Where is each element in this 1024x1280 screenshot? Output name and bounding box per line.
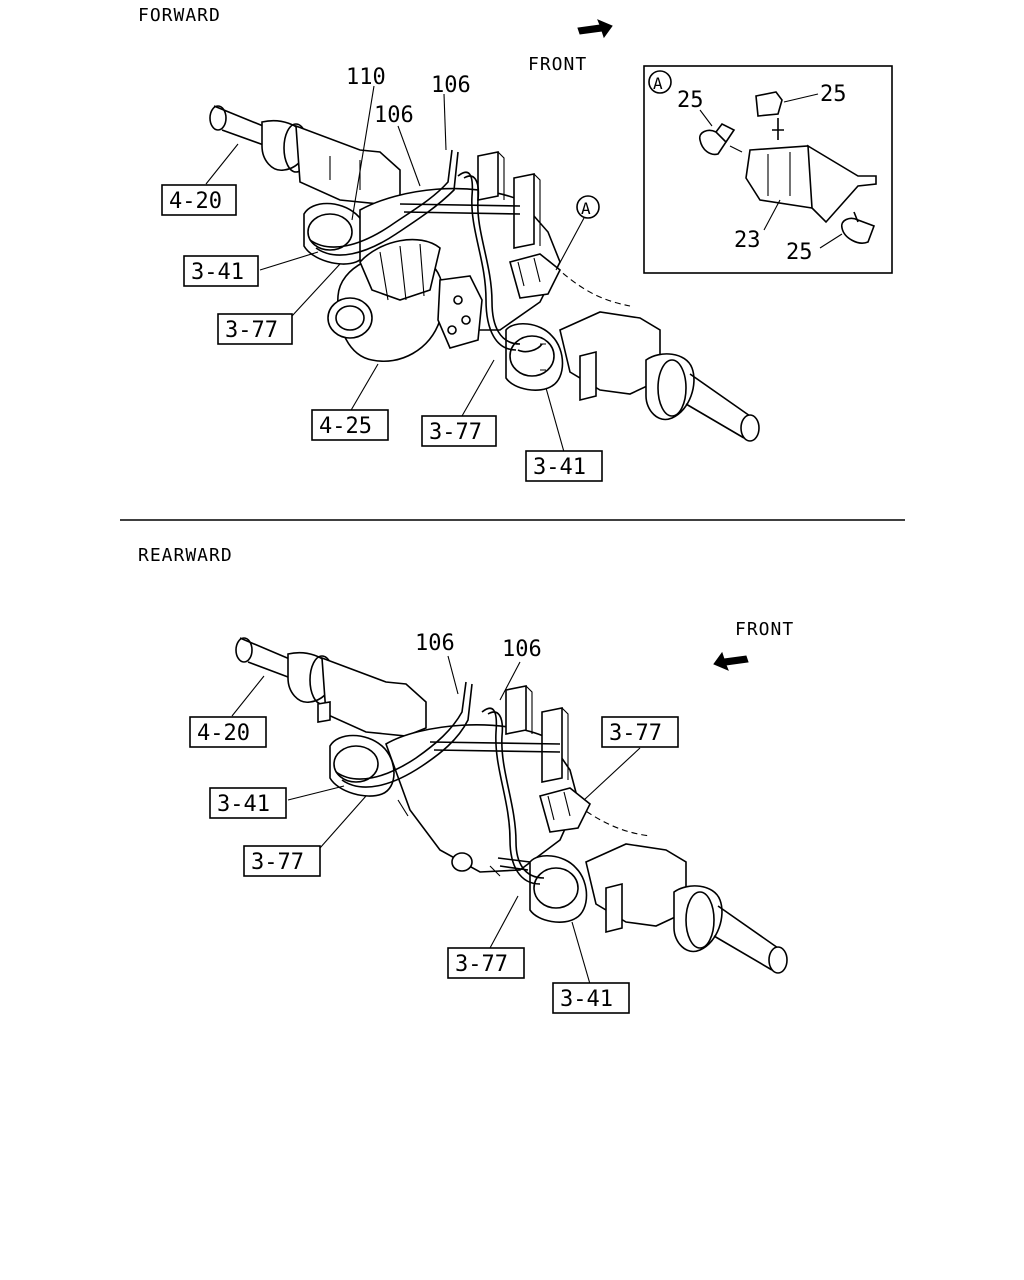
detail-marker-circle xyxy=(576,195,600,219)
detail-inset: A xyxy=(643,65,893,274)
rear-callout-box-3-41-left xyxy=(209,787,287,819)
rear-callout-3-41-bottom: 3-41 xyxy=(560,987,613,1012)
callout-4-25: 4-25 xyxy=(319,414,372,439)
rearward-axle-illustration xyxy=(231,637,788,985)
callout-110: 110 xyxy=(346,65,386,90)
callout-3-41-left: 3-41 xyxy=(191,260,244,285)
detail-callout-25-a: 25 xyxy=(677,88,704,113)
rear-callout-106-b: 106 xyxy=(502,637,542,662)
rear-callout-box-3-77-left xyxy=(243,845,321,877)
forward-axle-illustration xyxy=(205,85,760,453)
forward-front-label: FRONT xyxy=(528,54,587,75)
detail-inset-marker-circle xyxy=(648,70,672,94)
callout-box-4-25 xyxy=(311,409,389,441)
callout-box-3-77-left xyxy=(217,313,293,345)
callout-3-41-bottom: 3-41 xyxy=(533,455,586,480)
forward-title: FORWARD xyxy=(138,5,221,26)
callout-4-20: 4-20 xyxy=(169,189,222,214)
detail-callout-23: 23 xyxy=(734,228,761,253)
callout-3-77-bottom: 3-77 xyxy=(429,420,482,445)
rear-callout-3-77-right: 3-77 xyxy=(609,721,662,746)
forward-section: FORWARD FRONT xyxy=(138,5,893,482)
front-arrow-icon xyxy=(713,651,749,671)
rear-callout-box-3-41-bottom xyxy=(552,982,630,1014)
rear-callout-3-41-left: 3-41 xyxy=(217,792,270,817)
callout-box-3-41-bottom xyxy=(525,450,603,482)
rearward-title: REARWARD xyxy=(138,545,233,566)
rear-callout-4-20: 4-20 xyxy=(197,721,250,746)
detail-marker: A xyxy=(581,199,591,218)
callout-box-4-20 xyxy=(161,184,237,216)
rearward-front-label: FRONT xyxy=(735,619,794,640)
rear-callout-3-77-left: 3-77 xyxy=(251,850,304,875)
rear-callout-3-77-bottom: 3-77 xyxy=(455,952,508,977)
detail-inset-marker: A xyxy=(653,74,663,93)
rear-callout-box-3-77-right xyxy=(601,716,679,748)
front-arrow-icon xyxy=(577,19,613,39)
rear-callout-box-3-77-bottom xyxy=(447,947,525,979)
callout-106-a: 106 xyxy=(431,73,471,98)
detail-callout-25-c: 25 xyxy=(786,240,813,265)
callout-box-3-41-left xyxy=(183,255,259,287)
callout-3-77-left: 3-77 xyxy=(225,318,278,343)
rear-callout-106-a: 106 xyxy=(415,631,455,656)
callout-106-b: 106 xyxy=(374,103,414,128)
rear-callout-box-4-20 xyxy=(189,716,267,748)
rearward-section: REARWARD FRONT xyxy=(138,545,794,1014)
callout-box-3-77-bottom xyxy=(421,415,497,447)
detail-callout-25-b: 25 xyxy=(820,82,847,107)
